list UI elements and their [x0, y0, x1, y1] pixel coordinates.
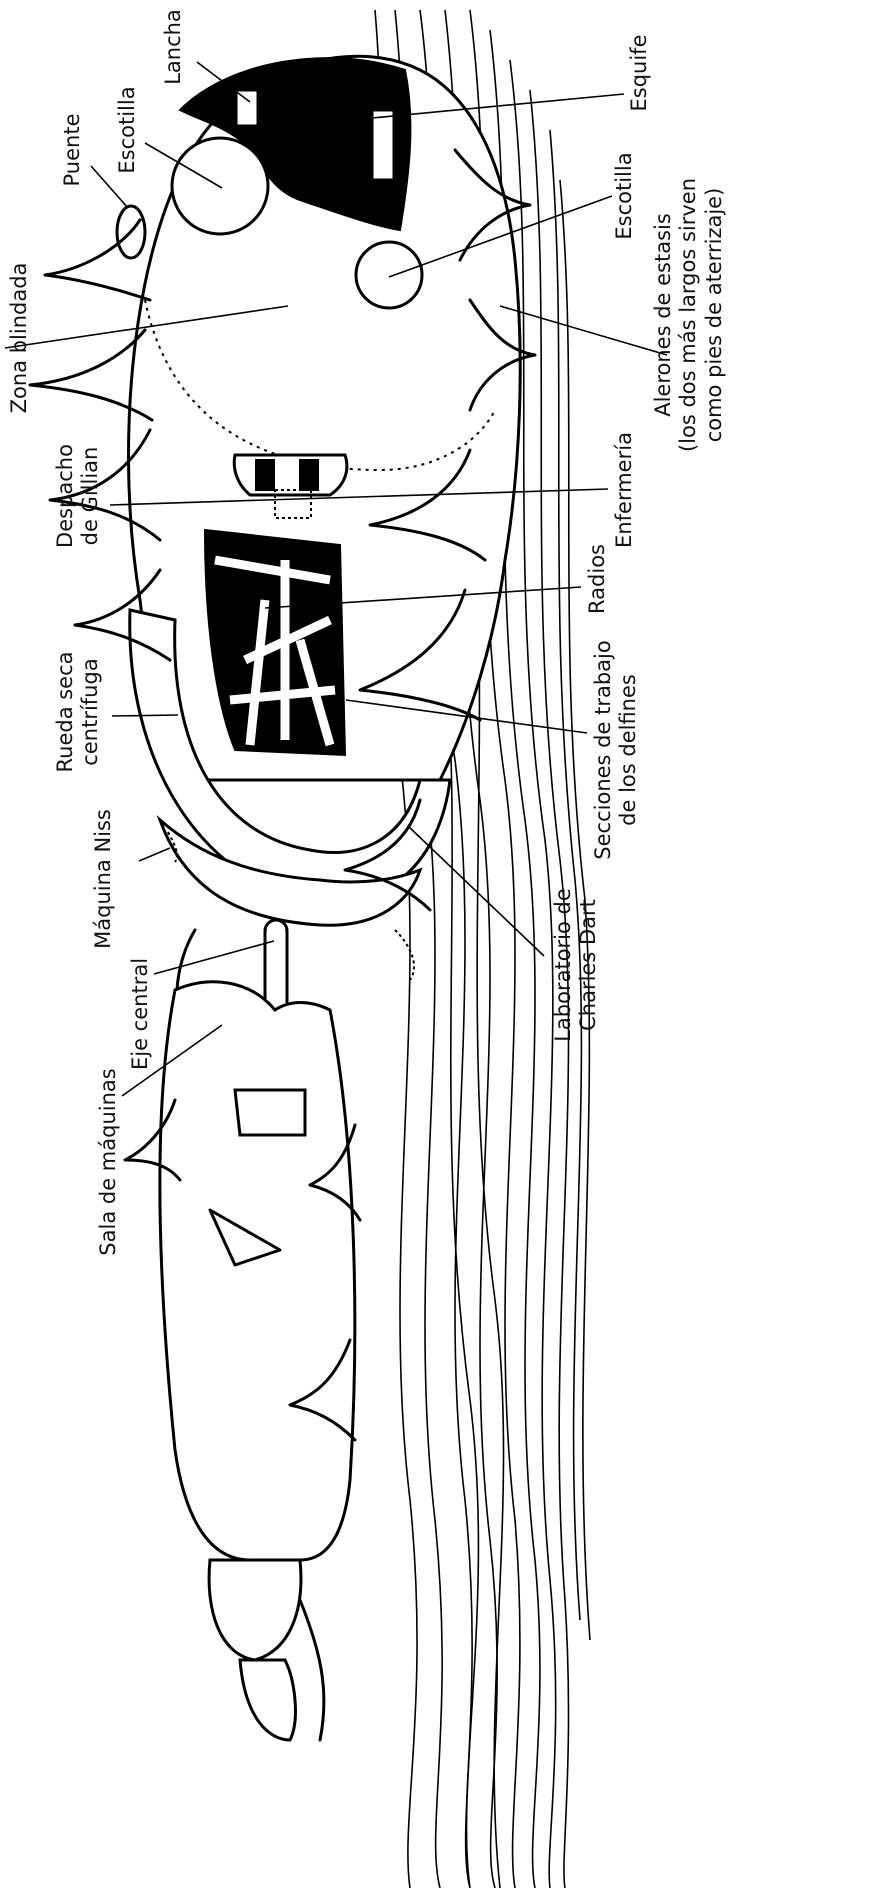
label-enfermeria: Enfermería — [612, 432, 636, 548]
label-puente: Puente — [60, 114, 84, 187]
label-rueda-line1: Rueda seca — [53, 651, 77, 772]
label-secciones-line2: de los delfines — [616, 674, 640, 826]
label-esquife: Esquife — [627, 35, 651, 112]
skiff — [372, 110, 394, 180]
label-eje-central: Eje central — [128, 958, 152, 1070]
label-alerones-line2: (los dos más largos sirven — [676, 178, 700, 452]
label-maquina-niss: Máquina Niss — [91, 809, 115, 949]
label-alerones-line1: Alerones de estasis — [651, 213, 675, 417]
wheel-interior — [205, 530, 345, 755]
hatch-right — [356, 242, 422, 308]
label-despacho-line1: Despacho — [53, 444, 77, 548]
aft-hull — [160, 982, 355, 1740]
label-alerones-line3: como pies de aterrizaje) — [702, 188, 726, 443]
label-lancha: Lancha — [161, 9, 185, 85]
label-escotilla-top: Escotilla — [115, 86, 139, 173]
label-zona-blindada: Zona blindada — [7, 263, 31, 414]
label-laboratorio-line1: Laboratorio de — [551, 888, 575, 1042]
label-rueda-line2: centrífuga — [78, 658, 102, 765]
launch-boat — [236, 90, 258, 126]
label-laboratorio-line2: Charles Dart — [576, 899, 600, 1031]
gillian-office — [234, 455, 347, 495]
label-sala-maquinas: Sala de máquinas — [96, 1068, 120, 1255]
label-radios: Radios — [585, 544, 609, 614]
label-secciones-line1: Secciones de trabajo — [591, 640, 615, 859]
label-despacho-line2: de Gillian — [78, 447, 102, 546]
label-escotilla-right: Escotilla — [612, 152, 636, 239]
